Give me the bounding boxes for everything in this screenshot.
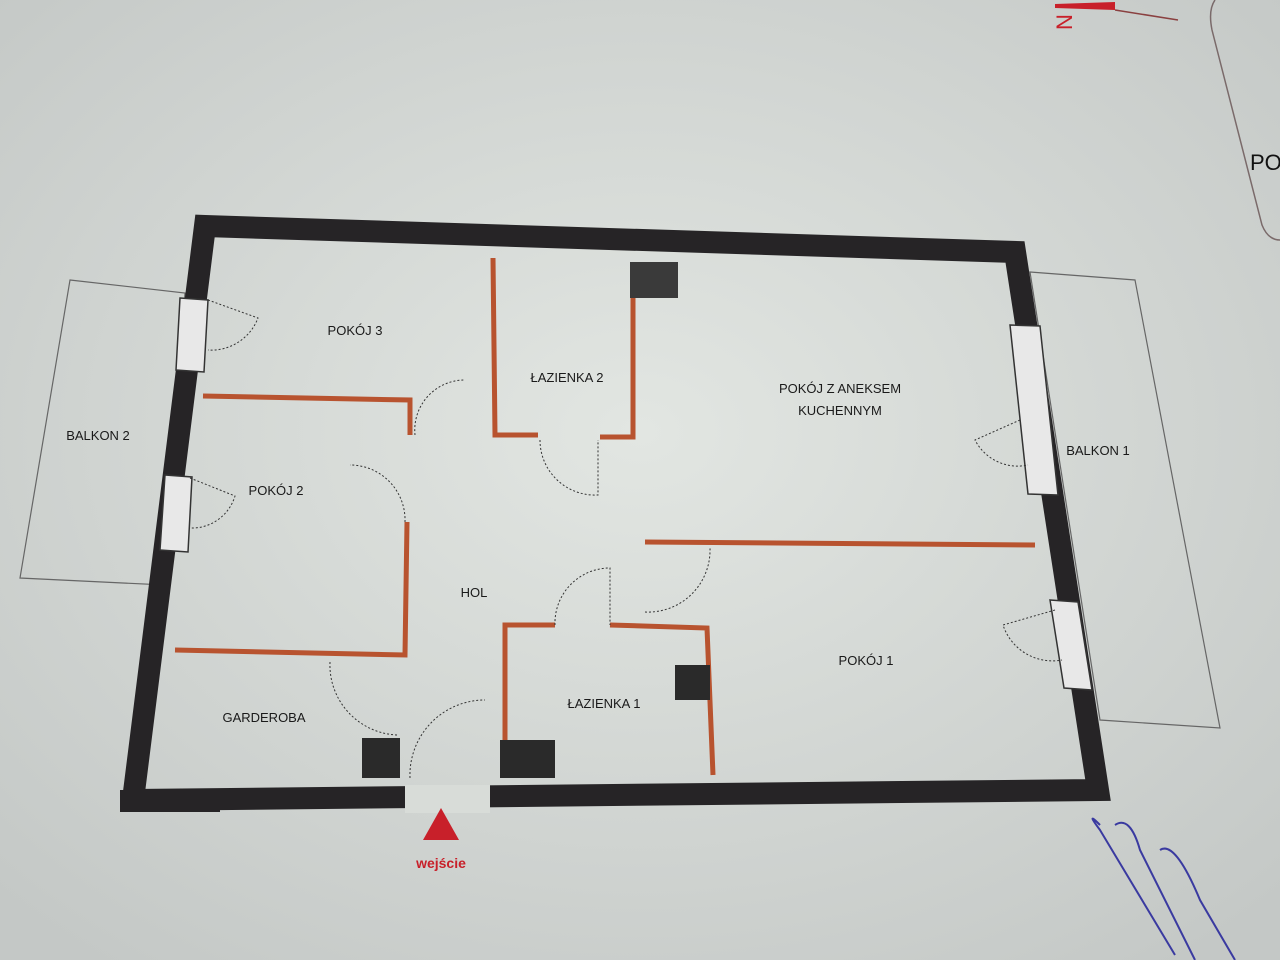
room-label-kuchnia-line2: KUCHENNYM	[798, 403, 882, 418]
room-label-lazienka-2: ŁAZIENKA 2	[531, 370, 604, 385]
room-label-lazienka-1: ŁAZIENKA 1	[568, 696, 641, 711]
windows	[159, 297, 1093, 691]
signature	[1091, 817, 1236, 960]
side-panel-frame	[1209, 0, 1280, 241]
north-compass-icon: N	[1052, 2, 1179, 30]
door-swings	[189, 299, 1063, 779]
room-label-garderoba: GARDEROBA	[222, 710, 305, 725]
inner-walls	[174, 257, 1036, 778]
room-label-balkon-2: BALKON 2	[66, 428, 130, 443]
room-label-kuchnia-line1: POKÓJ Z ANEKSEM	[779, 381, 901, 396]
entrance-triangle-icon	[423, 808, 459, 840]
room-label-pokoj-2: POKÓJ 2	[249, 483, 304, 498]
side-panel-text: PO	[1250, 150, 1280, 175]
room-label-hol: HOL	[461, 585, 488, 600]
entrance-label: wejście	[415, 855, 466, 871]
balcony-1	[1029, 271, 1221, 729]
room-label-pokoj-1: POKÓJ 1	[839, 653, 894, 668]
room-label-pokoj-3: POKÓJ 3	[328, 323, 383, 338]
entrance-opening	[405, 785, 490, 813]
outer-wall	[120, 214, 1111, 812]
room-label-balkon-1: BALKON 1	[1066, 443, 1130, 458]
compass-label: N	[1052, 14, 1077, 30]
